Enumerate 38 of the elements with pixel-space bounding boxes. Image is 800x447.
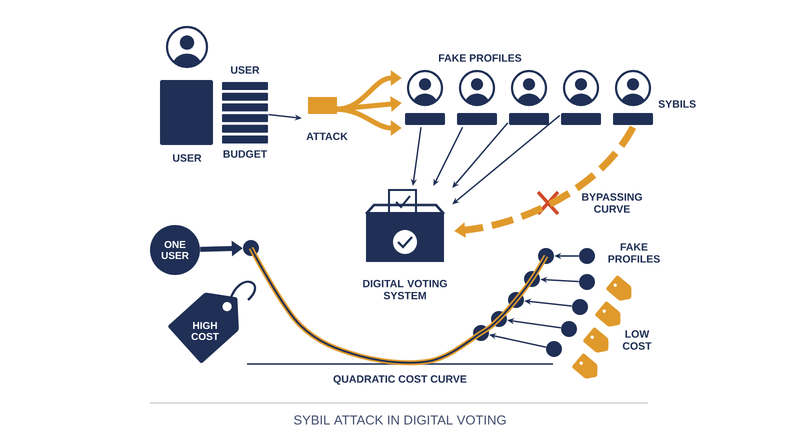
profile-icon (561, 70, 601, 125)
node-label: DIGITAL VOTING SYSTEM (363, 280, 447, 300)
profile-icon (509, 70, 549, 125)
dot (561, 321, 577, 337)
node-label: USER (231, 66, 260, 74)
dot (243, 240, 259, 256)
dot (572, 299, 588, 315)
label: FAKE PROFILES (439, 54, 522, 62)
profile-icon (405, 70, 445, 125)
price-tag (583, 328, 608, 353)
user-figure: USER (160, 26, 213, 162)
node-label: ATTACK (306, 132, 348, 140)
budget-stack: USER BUDGET (222, 66, 268, 158)
profile-icon (457, 70, 497, 125)
dot (579, 274, 595, 290)
edge-label: BYPASSING CURVE (575, 192, 649, 214)
node-label: USER (173, 154, 202, 162)
cost-curve (248, 246, 548, 366)
node-label: BUDGET (224, 150, 268, 158)
label: SYBILS (658, 100, 696, 108)
label: FAKE PROFILES (608, 243, 660, 263)
dot (538, 248, 554, 264)
label: QUADRATIC COST CURVE (334, 375, 466, 385)
price-tag (606, 276, 632, 301)
dot (546, 341, 562, 357)
dot (473, 325, 489, 341)
ballot-box: DIGITAL VOTING SYSTEM (363, 189, 447, 300)
dot (508, 292, 524, 308)
dot (579, 248, 595, 264)
price-tag (572, 354, 598, 379)
dot (524, 271, 540, 287)
label: LOW COST (622, 330, 652, 350)
price-tag (595, 302, 620, 327)
dot (491, 311, 507, 327)
attack-fork: ATTACK (306, 97, 348, 140)
caption: SYBIL ATTACK IN DIGITAL VOTING (294, 415, 506, 425)
price-tag: HIGH COST (168, 280, 256, 364)
profile-icon (613, 70, 653, 125)
